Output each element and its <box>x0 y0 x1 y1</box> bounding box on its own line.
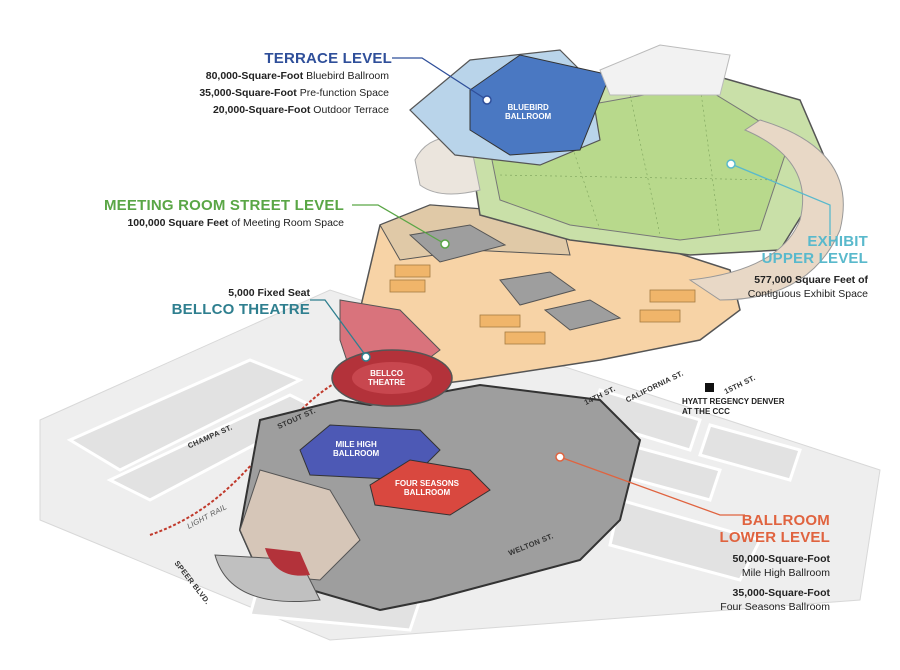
bluebird-ballroom-shape <box>469 54 611 156</box>
exhibit-line-2: Contiguous Exhibit Space <box>747 288 868 300</box>
terrace-line-1: 80,000-Square-Foot Bluebird Ballroom <box>205 70 389 82</box>
ballroom-title-1: BALLROOM <box>741 512 830 529</box>
ballroom-sub-2-bold: 35,000-Square-Foot <box>732 587 830 599</box>
meeting-rooms <box>408 224 622 331</box>
ballroom-sub-2-rest: Four Seasons Ballroom <box>720 601 830 613</box>
bellco-marker <box>361 352 371 362</box>
ballroom-title-2: LOWER LEVEL <box>719 529 830 546</box>
hyatt-marker <box>705 383 714 392</box>
exhibit-outer-ring <box>688 119 844 301</box>
bellco-theatre-title: BELLCO THEATRE <box>171 301 310 318</box>
bellco-pre-line: 5,000 Fixed Seat <box>228 287 310 299</box>
city-blocks <box>66 358 802 632</box>
meeting-marker <box>440 239 450 249</box>
terrace-marker <box>482 95 492 105</box>
meeting-level-line: 100,000 Square Feet of Meeting Room Spac… <box>127 217 344 229</box>
ballroom-sub-1-bold: 50,000-Square-Foot <box>732 553 830 565</box>
ballroom-sub-1-rest: Mile High Ballroom <box>741 567 830 579</box>
exhibit-marker <box>726 159 736 169</box>
exhibit-title-1: EXHIBIT <box>807 233 868 250</box>
terrace-level-title: TERRACE LEVEL <box>264 50 392 67</box>
exhibit-line-1: 577,000 Square Feet of <box>754 274 868 286</box>
terrace-line-3: 20,000-Square-Foot Outdoor Terrace <box>212 104 389 116</box>
four-seasons-ballroom-shape <box>369 459 491 516</box>
meeting-level-title: MEETING ROOM STREET LEVEL <box>103 197 344 214</box>
exhibit-title-2: UPPER LEVEL <box>761 250 868 267</box>
lower-theatre-red <box>265 548 310 576</box>
terrace-line-2: 35,000-Square-Foot Pre-function Space <box>199 87 389 99</box>
ballroom-lower-marker <box>555 452 565 462</box>
